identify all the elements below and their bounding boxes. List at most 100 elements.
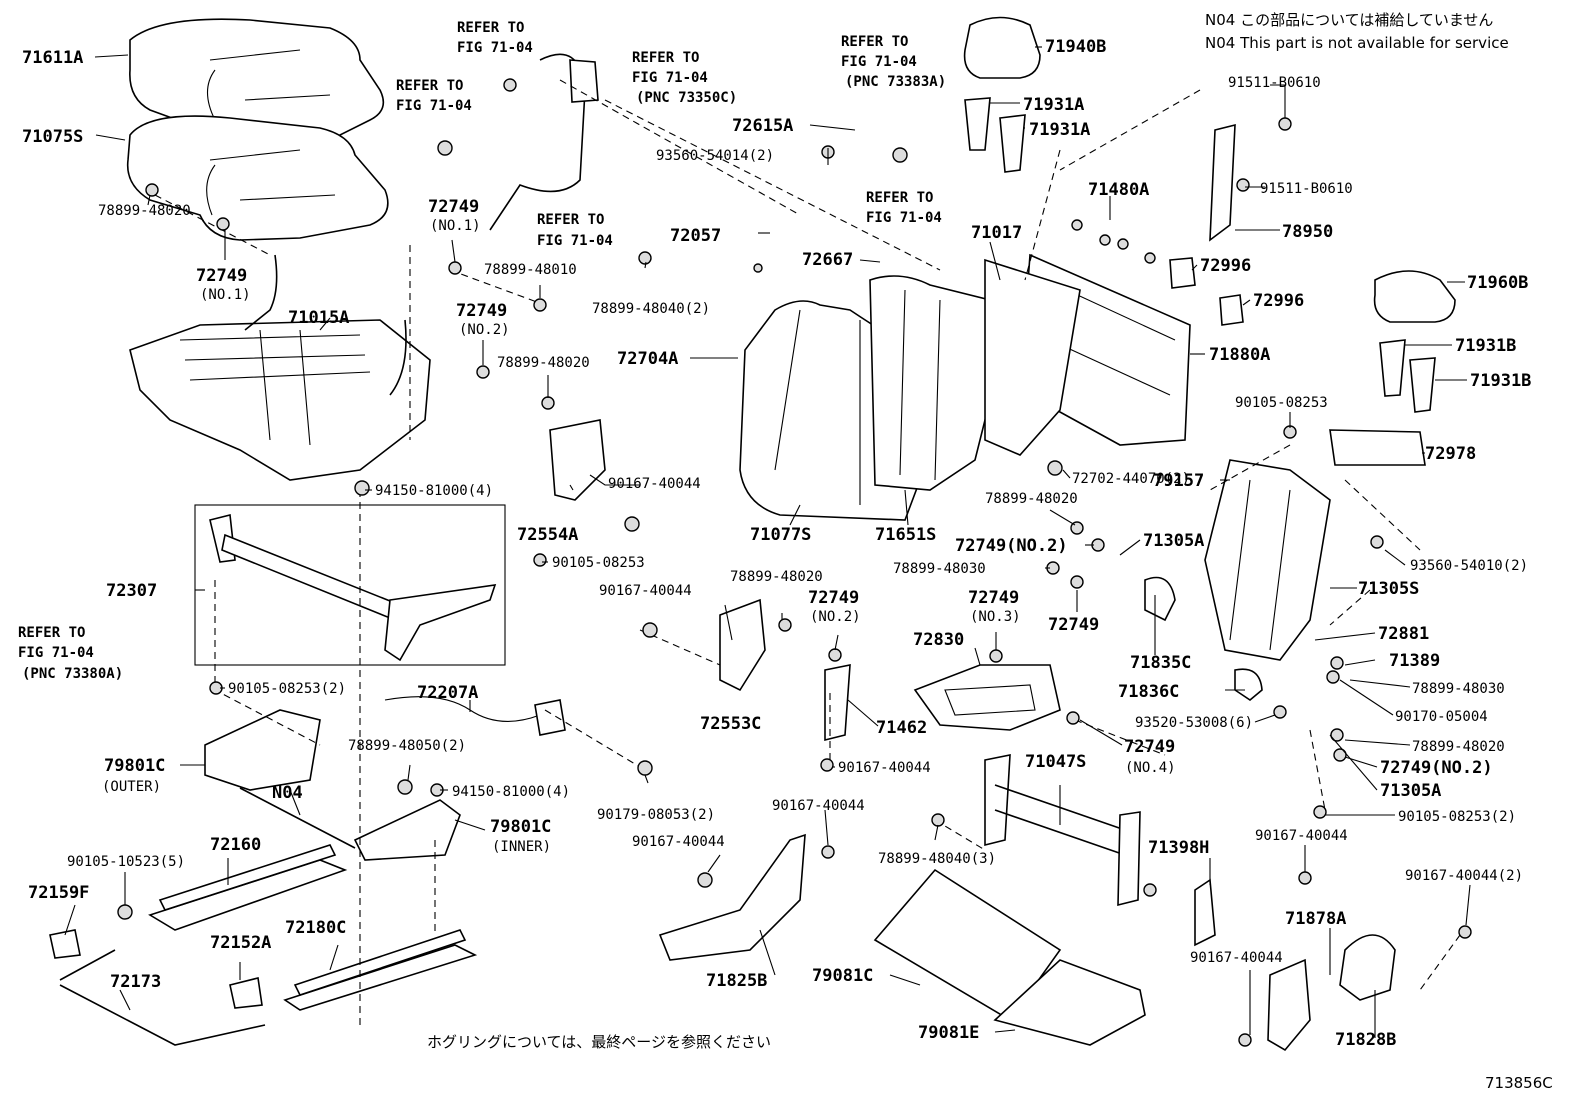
label-90105-08253-c: 90105-08253 [1235,395,1328,411]
bracket-71835c [1144,576,1176,622]
label-72180c: 72180C [285,918,346,938]
label-71017: 71017 [971,223,1022,243]
label-93520-53008: 93520-53008(6) [1135,715,1253,731]
seatback-assy-71651s [869,275,1003,491]
cable-bracket [534,699,566,736]
refer-fig-7a: FIG 71-04 [18,645,94,661]
fasteners [117,78,1472,1047]
label-72057: 72057 [670,226,721,246]
cover-72152a [229,977,263,1009]
refer-to-2a: REFER TO [632,50,699,66]
label-72207a: 72207A [417,683,478,703]
label-72615a: 72615A [732,116,793,136]
refer-to-3a: REFER TO [396,78,463,94]
headrest-71960b [1373,270,1456,323]
seat-cover-72553c [719,598,766,692]
refer-pnc-73383a: (PNC 73383A) [845,74,946,90]
label-72160: 72160 [210,835,261,855]
seatback-side-79157 [1204,459,1331,661]
label-72554a: 72554A [517,525,578,545]
label-78899-48020-c: 78899-48020 [730,569,823,585]
label-78899-48020-e: 78899-48020 [1412,739,1505,755]
label-71828b: 71828B [1335,1030,1396,1050]
label-90167-40044-a: 90167-40044 [608,476,701,492]
label-93560-54010: 93560-54010(2) [1410,558,1528,574]
label-78899-48030-b: 78899-48030 [1412,681,1505,697]
label-72830: 72830 [913,630,964,650]
seat-adjuster-79801c-inner [353,799,461,861]
label-90105-08253-b: 90105-08253(2) [228,681,346,697]
label-72159f: 72159F [28,883,89,903]
refer-pnc-73350c: (PNC 73350C) [636,90,737,106]
label-71389: 71389 [1389,651,1440,671]
label-no3: (NO.3) [970,609,1021,625]
label-90167-40044-c: 90167-40044 [838,760,931,776]
label-72749-d: 72749 [808,588,859,608]
label-90105-10523: 90105-10523(5) [67,854,185,870]
label-72173: 72173 [110,972,161,992]
label-no1-b: (NO.1) [430,218,481,234]
cover-79081c [873,868,1062,1022]
label-79081e: 79081E [918,1023,979,1043]
label-90179-08053: 90179-08053(2) [597,807,715,823]
note-n04-jp: N04 この部品については補給していません [1205,11,1493,29]
part-labels: 71611A 71075S 78899-48020 72749 (NO.1) 7… [22,37,1531,1050]
label-71836c: 71836C [1118,682,1179,702]
label-90105-08253-a: 90105-08253 [552,555,645,571]
label-94150-81000-b: 94150-81000(4) [452,784,570,800]
bracket-71398h [1194,878,1216,947]
label-71825b: 71825B [706,971,767,991]
track-bar-72307 [209,514,497,662]
bracket-78950 [1209,123,1236,242]
seat-track-72160 [148,844,348,931]
headrest-support-71931b-1 [1379,339,1406,397]
label-72749-f: 72749 [1048,615,1099,635]
label-71931b-b: 71931B [1470,371,1531,391]
label-71075s: 71075S [22,127,83,147]
refer-fig-1a: FIG 71-04 [457,40,533,56]
label-90167-40044-f: 90167-40044 [1255,828,1348,844]
label-78899-48020-d: 78899-48020 [985,491,1078,507]
figure-code: 713856C [1485,1074,1553,1092]
bracket-71836c [1234,668,1263,701]
label-72996-b: 72996 [1253,291,1304,311]
clip-72996-2 [1219,294,1244,326]
label-72667: 72667 [802,250,853,270]
n04-link-rod [239,787,356,849]
label-71015a: 71015A [288,308,349,328]
refer-pnc-73380a: (PNC 73380A) [22,666,123,682]
bracket-71462 [824,664,851,742]
note-hog-ring-jp: ホグリングについては、最終ページを参照ください [427,1033,771,1051]
label-72749-i: 72749(NO.2) [1380,758,1493,778]
assembly-lines [154,79,1461,1030]
label-71940b: 71940B [1045,37,1106,57]
cover-71828b [1339,934,1396,1001]
label-no4: (NO.4) [1125,760,1176,776]
label-outer: (OUTER) [102,779,161,795]
label-90167-40044-d: 90167-40044 [772,798,865,814]
refer-to-4a: REFER TO [537,212,604,228]
label-no2-d: (NO.2) [810,609,861,625]
label-78950: 78950 [1282,222,1333,242]
seat-cushion-assy-71075s [126,115,389,241]
headrest-71940b [963,16,1041,79]
label-78899-48040-b: 78899-48040(3) [878,851,996,867]
seat-cushion-frame-71015a [129,254,431,481]
label-n04: N04 [272,783,303,803]
label-79801c-outer: 79801C [104,756,165,776]
label-72553c: 72553C [700,714,761,734]
label-no2-c: (NO.2) [459,322,510,338]
label-71931b-a: 71931B [1455,336,1516,356]
cover-79081e [993,959,1146,1046]
label-90105-08253-d: 90105-08253(2) [1398,809,1516,825]
seat-track-72180c [283,929,478,1011]
label-79801c-inner: 79801C [490,817,551,837]
label-72996-a: 72996 [1200,256,1251,276]
label-71077s: 71077S [750,525,811,545]
track-bar-box [194,504,506,666]
label-71047s: 71047S [1025,752,1086,772]
refer-to-6a: REFER TO [866,190,933,206]
refer-to-5a: REFER TO [841,34,908,50]
label-71305a-b: 71305A [1380,781,1441,801]
label-72749-h: 72749 [1124,737,1175,757]
